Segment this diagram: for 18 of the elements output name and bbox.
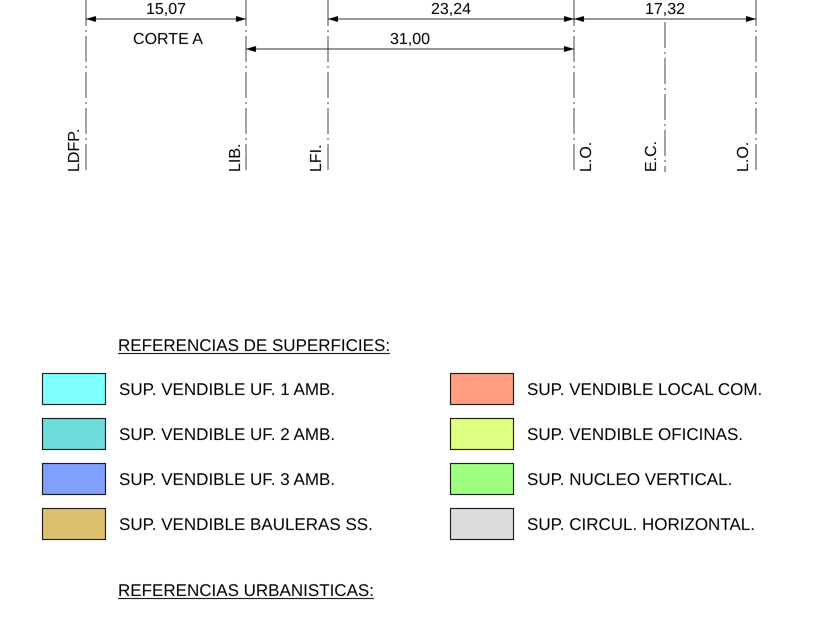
line-label: LDFP. (67, 128, 83, 172)
line-label: E.C. (644, 140, 660, 172)
line-label: L.O. (736, 142, 752, 172)
legend-text: SUP. CIRCUL. HORIZONTAL. (527, 516, 755, 533)
legend-heading: REFERENCIAS URBANISTICAS: (118, 580, 374, 602)
legend-text: SUP. VENDIBLE LOCAL COM. (527, 381, 762, 398)
line-label: LIB. (228, 144, 244, 172)
line-label: LFI. (309, 144, 325, 172)
legend-text: SUP. NUCLEO VERTICAL. (527, 471, 732, 488)
line-label: L.O. (579, 142, 595, 172)
legend-text: SUP. VENDIBLE OFICINAS. (527, 426, 744, 443)
legend-heading: REFERENCIAS DE SUPERFICIES: (118, 335, 390, 356)
legend-text: SUP. VENDIBLE UF. 2 AMB. (119, 426, 336, 443)
legend-text: SUP. VENDIBLE UF. 1 AMB. (119, 381, 336, 398)
dimension-value: 31,00 (388, 32, 432, 48)
legend-text: SUP. VENDIBLE BAULERAS SS. (119, 516, 373, 533)
dimension-value: 23,24 (428, 2, 474, 18)
legend-text: SUP. VENDIBLE UF. 3 AMB. (119, 471, 336, 488)
